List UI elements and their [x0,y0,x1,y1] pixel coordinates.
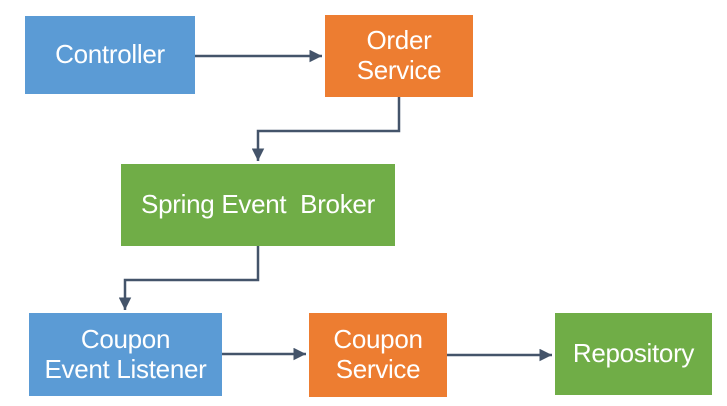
node-coupon-service: Coupon Service [309,313,447,397]
node-label: Controller [55,39,165,70]
node-coupon-event-listener: Coupon Event Listener [29,313,222,396]
node-label: Repository [572,338,695,369]
node-label: Order Service [356,25,442,85]
node-controller: Controller [25,16,195,94]
node-label: Coupon Service [333,324,423,384]
edge-spring-event-broker-to-coupon-event-listener [118,246,260,310]
node-order-service: Order Service [325,15,473,97]
node-repository: Repository [555,313,712,395]
node-spring-event-broker: Spring Event Broker [121,164,395,246]
edge-order-service-to-spring-event-broker [251,97,401,161]
node-label: Spring Event Broker [141,189,375,220]
node-label: Coupon Event Listener [44,323,207,384]
